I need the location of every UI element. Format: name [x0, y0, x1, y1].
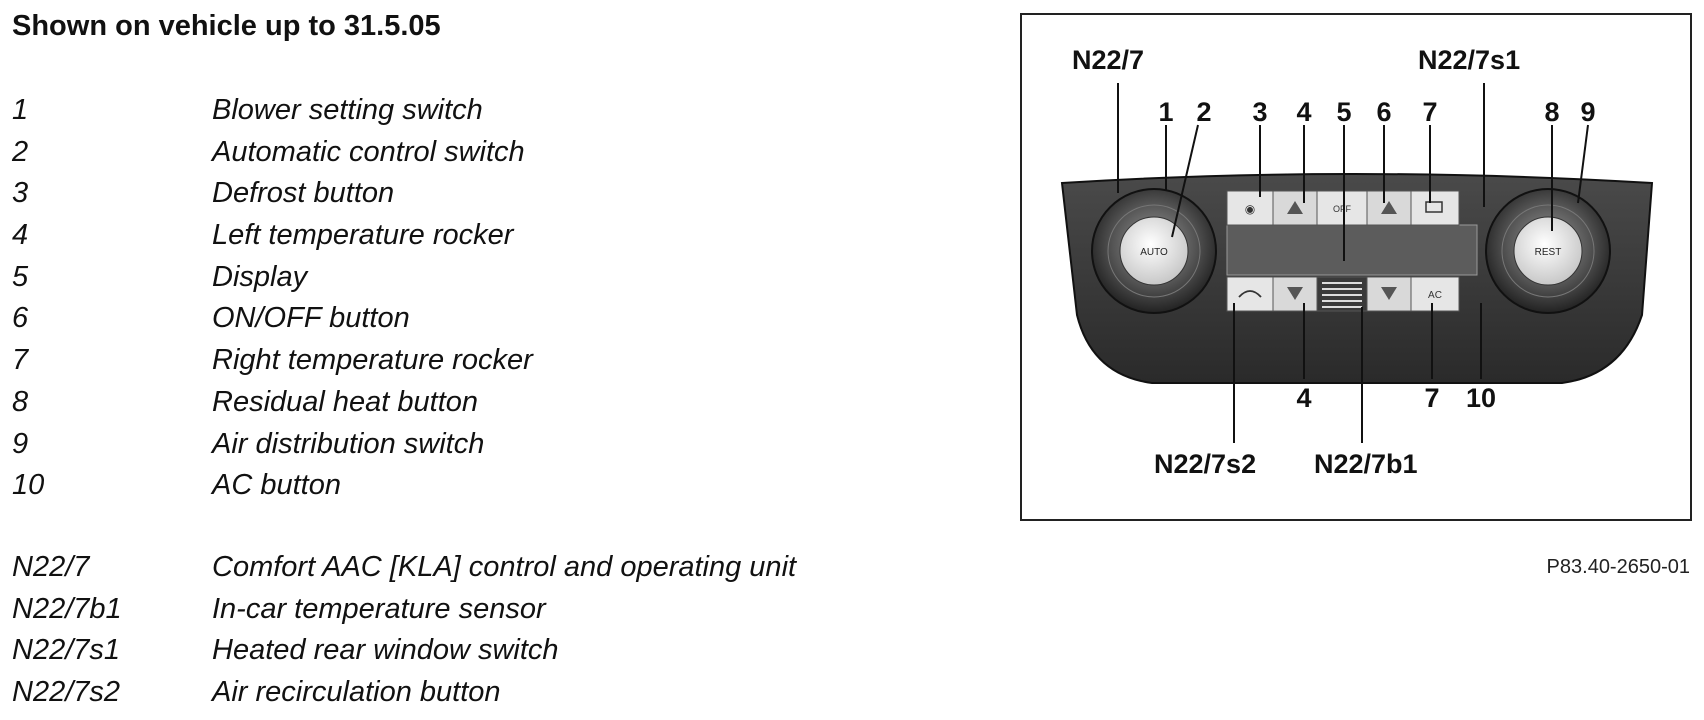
component-key: N22/7	[12, 551, 90, 583]
climate-control-unit-illustration: ◉ OFF AC	[1060, 45, 1654, 479]
callout-number-bottom: 7	[1424, 383, 1439, 413]
auto-button	[1119, 216, 1189, 286]
callout-number-top: 7	[1422, 97, 1437, 127]
legend-key: 5	[12, 260, 29, 293]
triangle-down-icon	[1381, 287, 1397, 300]
left-knob: AUTO	[1091, 188, 1217, 314]
callout-number-bottom: 10	[1466, 383, 1496, 413]
component-item: N22/7 Comfort AAC [KLA] control and opera…	[12, 551, 796, 593]
legend-text: Defrost button	[212, 177, 395, 210]
legend-item: 1 Blower setting switch	[12, 94, 533, 136]
on-off-button	[1316, 190, 1368, 226]
component-item: N22/7s2 Air recirculation button	[12, 676, 796, 718]
legend-key: 9	[12, 427, 29, 460]
callout-number-top: 2	[1196, 97, 1211, 127]
recirculation-icon	[1238, 290, 1262, 298]
legend-text: Display	[212, 260, 308, 293]
lower-button-row: AC	[1226, 276, 1460, 312]
legend-text: AC button	[212, 469, 341, 502]
figure-frame: ◉ OFF AC	[1020, 13, 1692, 521]
callout-n22-7: N22/7	[1072, 45, 1144, 75]
component-key: N22/7b1	[12, 592, 122, 625]
component-text: Comfort AAC [KLA] control and operating …	[212, 551, 797, 583]
callout-number-top: 9	[1580, 97, 1595, 127]
callout-number-top: 5	[1336, 97, 1351, 127]
legend-text: Air distribution switch	[212, 427, 485, 460]
leader-lines	[1117, 83, 1589, 443]
legend-key: 3	[12, 177, 29, 210]
rest-button-label: REST	[1535, 247, 1562, 258]
component-text: Air recirculation button	[212, 675, 501, 708]
component-key: N22/7s1	[12, 634, 121, 666]
callout-number-top: 6	[1376, 97, 1391, 127]
legend-item: 3 Defrost button	[12, 177, 533, 219]
legend-text: Blower setting switch	[212, 94, 483, 126]
component-item: N22/7b1 In-car temperature sensor	[12, 593, 796, 635]
rest-button	[1513, 216, 1583, 286]
callout-number-top: 3	[1252, 97, 1267, 127]
defrost-icon: ◉	[1245, 202, 1255, 216]
legend-text: ON/OFF button	[212, 302, 410, 335]
component-legend: N22/7 Comfort AAC [KLA] control and opera…	[12, 551, 796, 717]
component-text: Heated rear window switch	[212, 634, 559, 666]
rear-window-heat-button	[1410, 190, 1460, 226]
numbered-legend: 1 Blower setting switch 2 Automatic contro…	[12, 94, 533, 511]
callout-n22-7s2: N22/7s2	[1154, 449, 1256, 479]
legend-key: 7	[12, 344, 29, 377]
legend-item: 10 AC button	[12, 469, 533, 511]
legend-item: 2 Automatic control switch	[12, 136, 533, 178]
legend-key: 4	[12, 219, 29, 252]
display-screen	[1226, 224, 1478, 276]
legend-item: 4 Left temperature rocker	[12, 219, 533, 261]
callout-n22-7s1: N22/7s1	[1418, 45, 1520, 75]
right-knob: REST	[1485, 188, 1611, 314]
triangle-up-icon	[1381, 201, 1397, 214]
legend-key: 8	[12, 385, 29, 418]
component-key: N22/7s2	[12, 675, 121, 708]
component-item: N22/7s1 Heated rear window switch	[12, 634, 796, 676]
component-text: In-car temperature sensor	[212, 592, 546, 625]
legend-item: 7 Right temperature rocker	[12, 344, 533, 386]
upper-button-row: ◉ OFF	[1226, 190, 1460, 226]
legend-text: Residual heat button	[212, 385, 479, 418]
document-title: Shown on vehicle up to 31.5.05	[12, 10, 441, 42]
legend-item: 5 Display	[12, 261, 533, 303]
callout-n22-7b1: N22/7b1	[1314, 449, 1418, 479]
callout-number-top: 1	[1158, 97, 1173, 127]
triangle-down-icon	[1287, 287, 1303, 300]
figure-reference-code: P83.40-2650-01	[1546, 556, 1690, 578]
legend-item: 8 Residual heat button	[12, 386, 533, 428]
ac-button-label: AC	[1428, 290, 1442, 301]
callout-number-top: 4	[1296, 97, 1311, 127]
rear-window-icon	[1425, 201, 1443, 213]
legend-item: 6 ON/OFF button	[12, 302, 533, 344]
legend-item: 9 Air distribution switch	[12, 428, 533, 470]
on-off-button-label: OFF	[1333, 204, 1351, 214]
auto-button-label: AUTO	[1140, 247, 1168, 258]
legend-key: 10	[12, 469, 45, 502]
legend-key: 6	[12, 302, 29, 335]
legend-key: 2	[12, 135, 29, 168]
legend-text: Left temperature rocker	[212, 219, 514, 252]
callout-number-top: 8	[1544, 97, 1559, 127]
triangle-up-icon	[1287, 201, 1303, 214]
legend-text: Automatic control switch	[212, 135, 525, 168]
callout-number-bottom: 4	[1296, 383, 1311, 413]
ac-button	[1410, 276, 1460, 312]
legend-key: 1	[12, 94, 29, 126]
legend-text: Right temperature rocker	[212, 344, 533, 377]
sensor-grille-icon	[1322, 282, 1362, 308]
